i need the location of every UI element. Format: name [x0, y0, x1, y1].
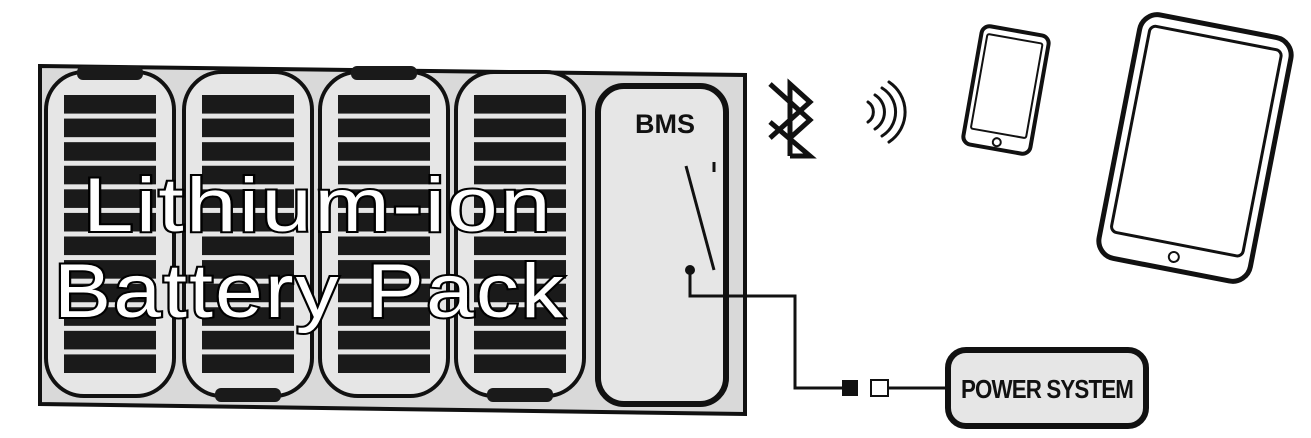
battery-cell-bar	[64, 260, 156, 279]
tablet-icon	[1096, 12, 1294, 284]
battery-cell-bar	[474, 212, 566, 232]
battery-cell-bar	[474, 283, 566, 303]
battery-cell-bar	[64, 236, 156, 256]
connector-wire	[688, 270, 948, 397]
battery-cell-bar	[338, 307, 430, 326]
smartphone-icon	[961, 24, 1051, 156]
battery-cell-bar	[474, 330, 566, 350]
pack-title: Lithium-ion Battery Pack	[52, 161, 566, 336]
battery-cell-bar	[338, 189, 430, 208]
wireless-signal-icon	[866, 80, 907, 144]
battery-cell-bar	[338, 165, 430, 185]
battery-cell-bar	[64, 283, 156, 303]
bluetooth-icon	[768, 78, 817, 159]
battery-cell	[182, 70, 314, 402]
battery-cell-bar	[338, 260, 430, 279]
battery-cell-terminal	[487, 388, 553, 402]
title-line-2: Battery Pack	[54, 249, 566, 334]
battery-cell-bar	[64, 142, 156, 161]
power-system: POWER SYSTEM	[945, 347, 1149, 429]
battery-cell-bar	[202, 189, 294, 208]
battery-pack	[38, 63, 747, 417]
battery-cell-bar	[202, 142, 294, 161]
bms-box	[595, 83, 729, 407]
battery-cell-bar	[202, 283, 294, 303]
battery-cell-terminal	[77, 66, 143, 80]
battery-cell	[454, 70, 586, 402]
battery-cell-bar	[474, 165, 566, 185]
battery-cell-bar	[202, 330, 294, 350]
battery-cell	[44, 66, 176, 398]
battery-cell-terminal	[351, 66, 417, 80]
battery-cell-bar	[338, 118, 430, 138]
plug-female	[870, 379, 889, 397]
battery-cell-bar	[202, 212, 294, 232]
battery-cell-bar	[202, 236, 294, 256]
bms-switch-arm	[684, 165, 716, 271]
plug-male	[842, 380, 858, 396]
battery-cell-bar	[202, 354, 294, 373]
battery-cell-bar	[202, 307, 294, 326]
battery-cell-bar	[338, 283, 430, 303]
power-system-box	[945, 347, 1149, 429]
battery-cells	[44, 66, 586, 402]
battery-cell-bar	[338, 330, 430, 350]
battery-cell-bar	[64, 354, 156, 373]
battery-cell-bar	[202, 95, 294, 114]
battery-cell-bar	[338, 354, 430, 373]
battery-cell-bar	[474, 142, 566, 161]
battery-cell-bar	[64, 95, 156, 114]
battery-cell-bar	[202, 260, 294, 279]
battery-cell-bar	[474, 354, 566, 373]
battery-cell-bar	[338, 236, 430, 256]
battery-cell-bar	[474, 118, 566, 138]
battery-cell-bar	[474, 236, 566, 256]
battery-cell-bar	[64, 307, 156, 326]
battery-cell-bar	[474, 307, 566, 326]
battery-cell-bar	[64, 118, 156, 138]
power-system-label: POWER SYSTEM	[961, 374, 1133, 404]
battery-cell-bar	[474, 260, 566, 279]
bms-module: BMS	[595, 83, 729, 407]
bms-output-wire	[688, 270, 842, 390]
battery-cell-bar	[64, 330, 156, 350]
title-line-1: Lithium-ion	[83, 163, 553, 248]
battery-cell-bar	[338, 95, 430, 114]
battery-cell-bar	[202, 118, 294, 138]
battery-cell-bar	[64, 212, 156, 232]
battery-cell-bar	[338, 212, 430, 232]
battery-cell-bar	[202, 165, 294, 185]
battery-cell-bar	[338, 142, 430, 161]
battery-cell	[318, 66, 450, 398]
battery-cell-bar	[474, 189, 566, 208]
bms-label: BMS	[635, 109, 695, 139]
battery-cell-bar	[64, 165, 156, 185]
battery-cell-terminal	[215, 388, 281, 402]
battery-cell-bar	[64, 189, 156, 208]
battery-cell-bar	[474, 95, 566, 114]
